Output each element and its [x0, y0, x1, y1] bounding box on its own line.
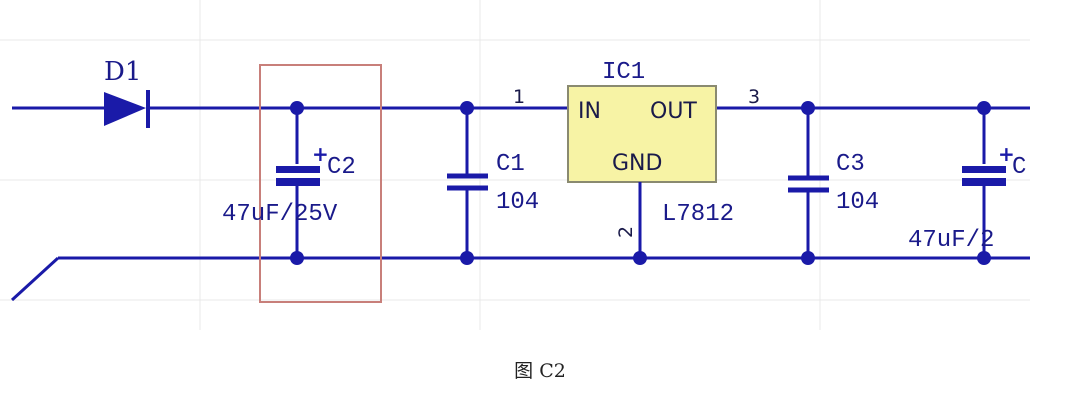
- ic1-out-pin-label: OUT: [650, 99, 697, 124]
- ic1-in-pin-label: IN: [578, 99, 601, 124]
- capacitor-c1: C1 104: [447, 108, 539, 258]
- ic1-label: IC1: [602, 59, 645, 86]
- junction-dot: [633, 251, 647, 265]
- c2-highlight-box: [259, 64, 382, 303]
- junction-dot: [290, 101, 304, 115]
- ic1-pin1-number: 1: [513, 86, 525, 108]
- capacitor-c2: + C2 47uF/25V: [222, 108, 356, 258]
- capacitor-c4: + C 47uF/2: [908, 108, 1026, 258]
- ic1-part-number: L7812: [662, 201, 734, 228]
- c2-label: C2: [327, 154, 356, 181]
- c1-label: C1: [496, 151, 525, 178]
- ic1-pin3-number: 3: [748, 86, 760, 108]
- capacitor-c3: C3 104: [788, 108, 879, 258]
- junction-dot: [801, 251, 815, 265]
- background-grid: [0, 0, 1030, 330]
- junction-dot: [801, 101, 815, 115]
- c2-plus: +: [312, 142, 329, 166]
- figure-caption: 图 C2: [514, 360, 566, 382]
- junction-dot: [977, 101, 991, 115]
- d1-label: D1: [104, 57, 141, 87]
- ic1-regulator: IC1 IN OUT GND 1 3 2 L7812: [513, 59, 760, 258]
- bottom-rail: [10, 256, 1030, 302]
- junction-dot: [977, 251, 991, 265]
- junction-dot: [460, 251, 474, 265]
- c3-value: 104: [836, 189, 879, 216]
- c4-value: 47uF/2: [908, 227, 994, 254]
- ic1-pin2-number: 2: [615, 226, 637, 238]
- diode-d1: D1: [104, 57, 150, 128]
- junction-dot: [460, 101, 474, 115]
- c3-label: C3: [836, 151, 865, 178]
- circuit-schematic: D1 + C2 47uF/25V C1 104 IC1 IN OUT GND 1…: [0, 0, 1030, 330]
- junction-dots: [290, 101, 991, 265]
- junction-dot: [290, 251, 304, 265]
- c4-label: C: [1012, 154, 1026, 181]
- c4-plus: +: [998, 142, 1015, 166]
- c2-value: 47uF/25V: [222, 201, 338, 228]
- c1-value: 104: [496, 189, 539, 216]
- ic1-gnd-pin-label: GND: [612, 151, 662, 176]
